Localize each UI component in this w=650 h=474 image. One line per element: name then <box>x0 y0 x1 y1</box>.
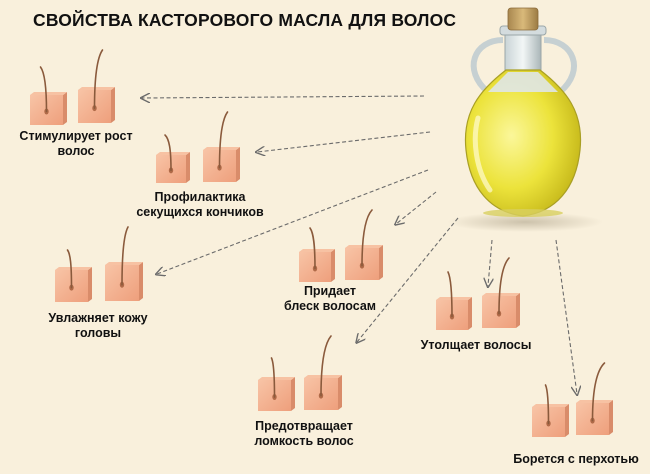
property-label-dandruff: Борется с перхотью <box>513 452 639 466</box>
hair-follicle-icon <box>436 271 472 330</box>
property-label-split-ends: Профилактика секущихся кончиков <box>136 190 264 219</box>
hair-follicle-icon <box>304 335 342 410</box>
arrow-thickens <box>488 239 492 286</box>
arrow-split-ends <box>257 131 431 152</box>
hair-follicle-icon <box>30 66 67 125</box>
hair-follicle-icon <box>532 384 569 437</box>
hair-follicle-icon <box>576 362 613 435</box>
follicles <box>30 49 613 437</box>
hair-follicle-icon <box>156 134 190 183</box>
page-title: СВОЙСТВА КАСТОРОВОГО МАСЛА ДЛЯ ВОЛОС <box>33 10 457 30</box>
oil-bottle-icon <box>447 7 603 232</box>
property-label-scalp: Увлажняет кожу головы <box>48 311 148 340</box>
arrows <box>142 96 577 394</box>
property-label-thickens: Утолщает волосы <box>420 338 532 352</box>
hair-follicle-icon <box>105 226 143 301</box>
property-label-growth: Стимулирует рост волос <box>19 129 133 158</box>
hair-follicle-icon <box>345 209 383 280</box>
arrow-dandruff <box>555 239 577 394</box>
property-label-shine: Придает блеск волосам <box>283 284 377 313</box>
hair-follicle-icon <box>203 111 240 182</box>
hair-follicle-icon <box>482 257 520 328</box>
arrow-brittleness <box>357 217 459 342</box>
hair-follicle-icon <box>299 227 335 282</box>
arrow-shine <box>396 191 437 224</box>
hair-follicle-icon <box>78 49 115 123</box>
hair-follicle-icon <box>55 249 92 302</box>
arrow-growth <box>142 96 425 98</box>
hair-follicle-icon <box>258 357 295 411</box>
property-label-brittleness: Предотвращает ломкость волос <box>254 419 354 448</box>
arrow-scalp <box>157 169 429 274</box>
